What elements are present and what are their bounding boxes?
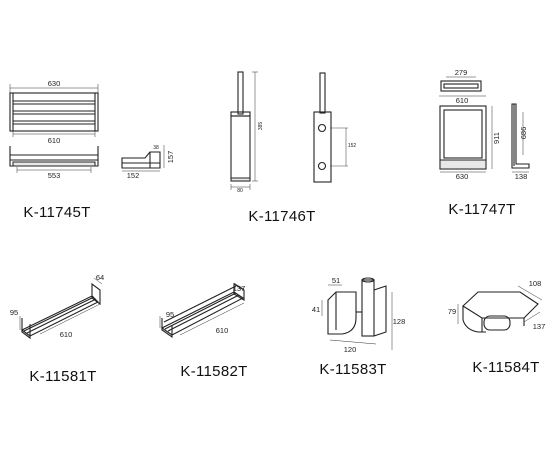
- k11583t-dim-120: 120: [344, 345, 357, 354]
- k11745t-dim-630: 630: [48, 79, 61, 88]
- k11745t-side-view: 152 157 38: [121, 145, 175, 180]
- k11584t-drawing: 108 79 137 K-11584T: [448, 279, 545, 376]
- k11746t-dim-385: 385: [258, 122, 264, 131]
- k11747t-dim-911: 911: [492, 132, 501, 144]
- k11745t-front-view: 553: [9, 146, 99, 180]
- k11747t-dim-279: 279: [455, 68, 468, 77]
- model-label-k11584t: K-11584T: [472, 359, 539, 376]
- k11745t-dim-152: 152: [127, 171, 140, 180]
- model-label-k11581t: K-11581T: [29, 368, 96, 385]
- k11584t-dim-137: 137: [533, 322, 546, 331]
- k11746t-front-view: 385 80: [230, 71, 264, 194]
- k11582t-dim-137: 137: [233, 284, 246, 293]
- k11745t-drawing: 630 610 553: [9, 79, 175, 221]
- model-label-k11746t: K-11746T: [248, 208, 315, 225]
- k11582t-drawing: 95 137 610 K-11582T: [159, 282, 247, 380]
- k11745t-dim-157: 157: [166, 151, 175, 164]
- k11747t-dim-630: 630: [456, 172, 469, 181]
- k11747t-side-view: 686 138: [511, 103, 530, 181]
- k11747t-top-view: 279: [440, 68, 482, 92]
- k11583t-drawing: 51 41 120 128 K-11583T: [312, 276, 405, 378]
- k11747t-dim-610: 610: [456, 96, 469, 105]
- k11747t-dim-138: 138: [515, 172, 528, 181]
- k11746t-drawing: 385 80 152 K-11746T: [230, 71, 357, 225]
- k11746t-side-view: 152: [313, 72, 357, 183]
- model-label-k11745t: K-11745T: [23, 204, 90, 221]
- k11746t-dim-80: 80: [237, 188, 243, 194]
- k11583t-dim-51: 51: [332, 276, 340, 285]
- k11745t-dim-38: 38: [153, 145, 159, 151]
- k11582t-dim-95: 95: [166, 310, 174, 319]
- k11581t-dim-64: 64: [96, 273, 104, 282]
- k11745t-top-view: 630 610: [9, 79, 99, 145]
- k11582t-dim-610: 610: [216, 326, 229, 335]
- k11746t-dim-152: 152: [348, 143, 357, 149]
- k11747t-drawing: 279 610 630 911 686 138 K-11747T: [439, 68, 530, 218]
- k11747t-dim-686: 686: [519, 127, 528, 140]
- model-label-k11747t: K-11747T: [448, 201, 515, 218]
- k11584t-dim-108: 108: [529, 279, 542, 288]
- k11581t-dim-95: 95: [10, 308, 18, 317]
- k11581t-dim-610: 610: [60, 330, 73, 339]
- k11584t-dim-79: 79: [448, 307, 456, 316]
- k11583t-dim-41: 41: [312, 305, 320, 314]
- k11583t-dim-128: 128: [393, 317, 406, 326]
- model-label-k11583t: K-11583T: [319, 361, 386, 378]
- k11581t-drawing: 95 64 610 K-11581T: [10, 273, 104, 385]
- k11747t-front-view: 610 630 911: [439, 95, 501, 181]
- k11745t-dim-610: 610: [48, 136, 61, 145]
- model-label-k11582t: K-11582T: [180, 363, 247, 380]
- k11745t-dim-553: 553: [48, 171, 61, 180]
